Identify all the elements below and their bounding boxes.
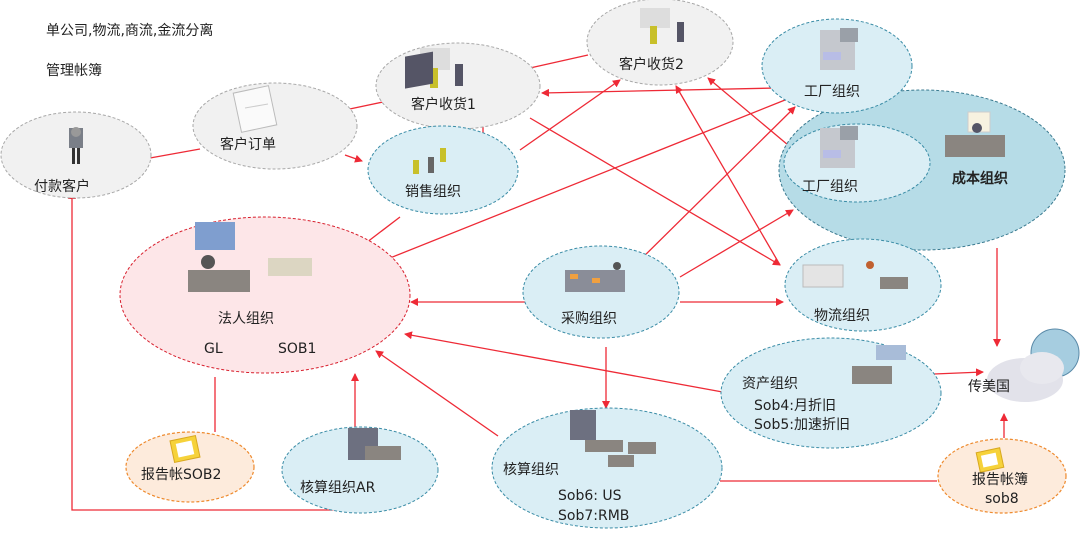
node-title: 资产组织: [742, 376, 798, 392]
businessman-icon: [69, 127, 83, 164]
accounting-team-icon: [570, 410, 656, 467]
node-accounting-ar[interactable]: 核算组织AR: [281, 426, 439, 514]
node-label: 销售组织: [405, 184, 461, 200]
node-label: 核算组织AR: [300, 480, 376, 496]
ledger-sob4: Sob4:月折旧: [754, 398, 836, 414]
node-factory-org-top[interactable]: 工厂组织: [761, 18, 913, 114]
node-factory-org-inner[interactable]: 工厂组织: [783, 123, 931, 203]
node-legal-org[interactable]: 法人组织 GL SOB1: [119, 216, 411, 374]
node-to-us[interactable]: 传美国: [968, 328, 1080, 402]
sales-team-icon: [405, 51, 446, 174]
node-accounting-org[interactable]: 核算组织 Sob6: US Sob7:RMB: [491, 407, 723, 529]
clipboard-icon: [975, 447, 1005, 473]
node-asset-org[interactable]: 资产组织 Sob4:月折旧 Sob5:加速折旧: [720, 337, 942, 449]
ledger-gl: GL: [204, 341, 223, 357]
clipboard-icon: [169, 434, 201, 464]
node-title: 核算组织: [503, 462, 559, 478]
connectors: [68, 54, 1008, 511]
node-label: 工厂组织: [802, 179, 858, 195]
document-icon: [232, 85, 278, 133]
analyst-desk-icon: [852, 345, 906, 384]
node-label: 客户订单: [220, 136, 276, 153]
node-purchase-org[interactable]: 采购组织: [522, 245, 680, 339]
node-label: 采购组织: [561, 311, 617, 327]
node-paying-customer[interactable]: 付款客户: [0, 111, 152, 199]
node-label: 成本组织: [952, 170, 1008, 187]
node-label-line2: sob8: [985, 491, 1019, 507]
manager-desk-icon: [945, 111, 1005, 157]
node-sales-org[interactable]: 销售组织: [367, 51, 519, 215]
delivery-truck-icon: [802, 261, 908, 289]
node-title: 法人组织: [218, 311, 274, 327]
cloud-globe-icon: [987, 328, 1080, 402]
node-label: 客户收货1: [411, 96, 476, 113]
factory-building-icon: [820, 126, 858, 168]
node-label: 传美国: [968, 379, 1010, 395]
ledger-sob5: Sob5:加速折旧: [754, 417, 850, 433]
node-label: 客户收货2: [619, 56, 684, 73]
ledger-sob7: Sob7:RMB: [558, 508, 629, 524]
delivery-people-icon: [640, 8, 684, 44]
factory-building-icon: [820, 28, 858, 70]
node-logistics-org[interactable]: 物流组织: [784, 238, 942, 332]
node-report-sob2[interactable]: 报告帐SOB2: [125, 431, 255, 503]
node-label-line1: 报告帐簿: [972, 472, 1028, 488]
header-subtitle: 管理帐簿: [46, 63, 102, 79]
warehouse-shelves-icon: [565, 262, 625, 292]
node-customer-order[interactable]: 客户订单: [192, 82, 358, 170]
executive-office-icon: [188, 222, 312, 292]
node-customer-receipt-1[interactable]: 客户收货1: [375, 42, 541, 130]
node-report-sob8[interactable]: 报告帐簿 sob8: [937, 438, 1067, 514]
node-label: 工厂组织: [804, 84, 860, 100]
ledger-sob1: SOB1: [278, 341, 316, 357]
node-label: 物流组织: [814, 308, 870, 324]
ledger-sob6: Sob6: US: [558, 488, 622, 504]
header-title: 单公司,物流,商流,金流分离: [46, 22, 213, 39]
node-customer-receipt-2[interactable]: 客户收货2: [586, 0, 734, 86]
node-label: 报告帐SOB2: [141, 467, 221, 483]
accountant-desk-icon: [348, 428, 401, 460]
node-label: 付款客户: [34, 178, 90, 195]
